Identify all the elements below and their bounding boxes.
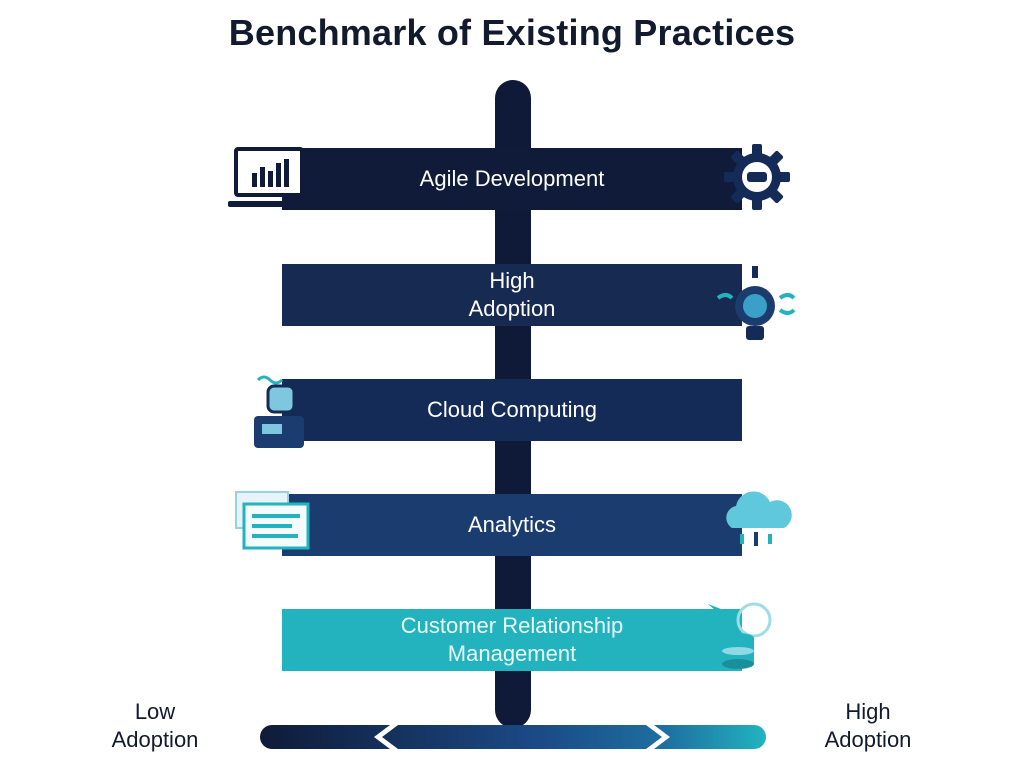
document-icon [235,491,310,550]
bar-customer-relationship-management: Customer Relationship Management [282,609,742,671]
monitor-chart-icon [228,147,314,207]
diagram-title: Benchmark of Existing Practices [228,12,796,53]
lightbulb-icon [716,266,796,340]
bar-agile-development: Agile Development [282,148,742,210]
bar-high-adoption: High Adoption [282,264,742,326]
bar-label: Customer Relationship Management [400,613,624,666]
database-icon [708,602,772,669]
high-adoption-label: High Adoption [824,699,912,752]
bar-label: High Adoption [468,268,556,321]
bar-label: Analytics [467,512,557,537]
cloud-icon [726,491,792,546]
low-adoption-label: Low Adoption [111,699,199,752]
adoption-axis-bar [260,725,766,749]
bar-label: Cloud Computing [427,397,597,422]
bar-cloud-computing: Cloud Computing [282,379,742,441]
robot-icon [254,375,325,448]
bar-analytics: Analytics [282,494,742,556]
bar-label: Agile Development [419,166,605,191]
gear-icon [724,144,790,210]
